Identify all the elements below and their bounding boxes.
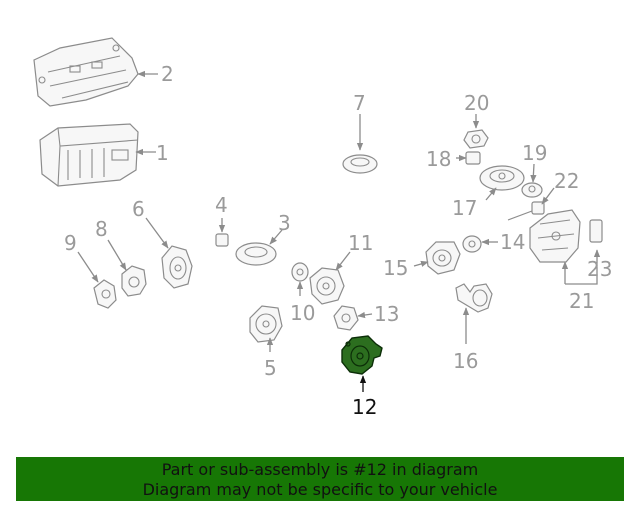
callout-6: 6 xyxy=(132,197,145,221)
part-15-speaker[interactable]: 15 xyxy=(383,241,461,280)
part-3-speaker[interactable]: 3 xyxy=(235,211,291,266)
callout-12: 12 xyxy=(352,395,377,419)
callout-23: 23 xyxy=(587,257,612,281)
part-20-cap[interactable]: 20 xyxy=(463,91,489,149)
callout-8: 8 xyxy=(95,217,108,241)
part-11-speaker[interactable]: 11 xyxy=(309,231,373,305)
callout-9: 9 xyxy=(64,231,77,255)
callout-1: 1 xyxy=(156,141,169,165)
callout-17: 17 xyxy=(452,196,477,220)
part-13-tweeter[interactable]: 13 xyxy=(333,302,399,331)
callout-3: 3 xyxy=(278,211,291,235)
part-17-speaker[interactable]: 17 xyxy=(452,165,525,220)
callout-14: 14 xyxy=(500,230,525,254)
callout-4: 4 xyxy=(215,193,228,217)
callout-7: 7 xyxy=(353,91,366,115)
part-12-speaker-highlighted[interactable]: 12 xyxy=(341,335,383,419)
part-19-tweeter[interactable]: 19 xyxy=(521,141,547,198)
part-21-latch[interactable]: 21 xyxy=(529,209,601,313)
part-1-module[interactable]: 1 xyxy=(39,123,169,187)
callout-21: 21 xyxy=(569,289,594,313)
callout-19: 19 xyxy=(522,141,547,165)
parts-diagram: 2 1 7 20 18 19 1 xyxy=(33,37,612,419)
callout-22: 22 xyxy=(554,169,579,193)
callout-10: 10 xyxy=(290,301,315,325)
part-8-tweeter[interactable]: 8 xyxy=(95,217,147,297)
banner-line-1: Part or sub-assembly is #12 in diagram xyxy=(161,460,479,479)
part-16-handle[interactable]: 16 xyxy=(453,283,493,373)
part-22-rod[interactable]: 22 xyxy=(507,169,579,221)
callout-5: 5 xyxy=(264,356,277,380)
callout-2: 2 xyxy=(161,62,174,86)
part-23-seal[interactable]: 23 xyxy=(587,219,612,281)
callout-11: 11 xyxy=(348,231,373,255)
part-18-clip[interactable]: 18 xyxy=(426,147,481,171)
part-2-bracket[interactable]: 2 xyxy=(33,37,174,107)
part-6-speaker[interactable]: 6 xyxy=(132,197,193,289)
callout-16: 16 xyxy=(453,349,478,373)
banner-line-2: Diagram may not be specific to your vehi… xyxy=(142,480,498,499)
part-9-tweeter[interactable]: 9 xyxy=(64,231,117,309)
part-7-speaker[interactable]: 7 xyxy=(342,91,378,174)
part-5-speaker[interactable]: 5 xyxy=(249,305,283,380)
info-banner: Part or sub-assembly is #12 in diagram D… xyxy=(16,457,624,501)
callout-18: 18 xyxy=(426,147,451,171)
part-4-clip[interactable]: 4 xyxy=(215,193,229,247)
callout-13: 13 xyxy=(374,302,399,326)
callout-15: 15 xyxy=(383,256,408,280)
part-10-grommet[interactable]: 10 xyxy=(290,262,315,325)
part-14-grommet[interactable]: 14 xyxy=(462,230,525,254)
callout-20: 20 xyxy=(464,91,489,115)
